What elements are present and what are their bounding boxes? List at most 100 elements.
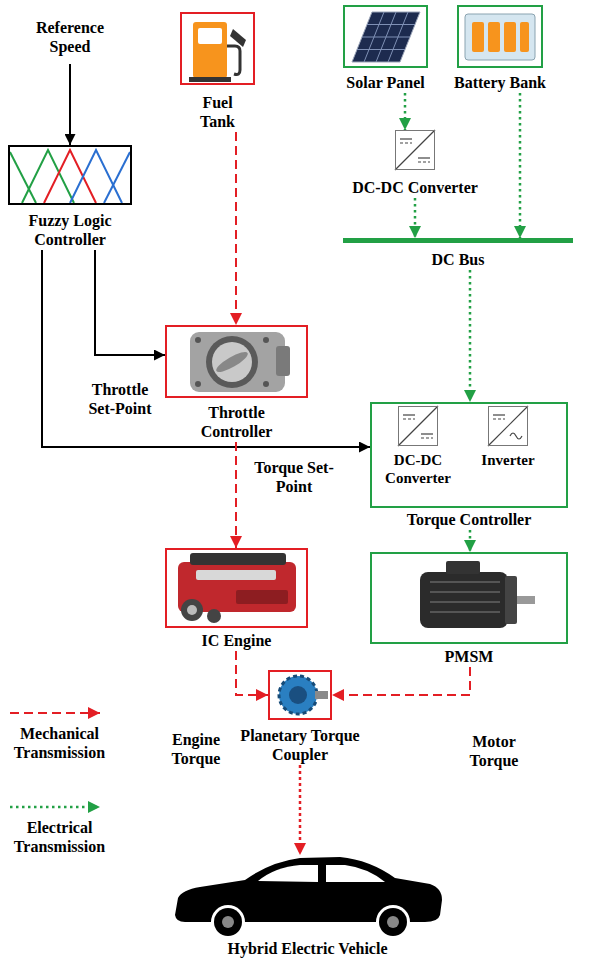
connector-arrow bbox=[332, 667, 470, 695]
engine-icon bbox=[178, 553, 296, 623]
motor-icon bbox=[420, 572, 508, 628]
planetary-gear-icon bbox=[315, 691, 328, 699]
fuel-pump-icon bbox=[193, 22, 227, 78]
connector-arrow bbox=[414, 198, 417, 238]
engine-icon bbox=[187, 605, 197, 615]
solar-panel-icon bbox=[367, 24, 415, 25]
legend-text: Electrical Transmission bbox=[2, 818, 117, 856]
edge-label: Engine Torque bbox=[160, 730, 232, 768]
battery-bank-icon bbox=[472, 22, 484, 52]
node-label: Hybrid Electric Vehicle bbox=[228, 939, 388, 958]
torque-controller-box: Torque ControllerDC-DC ConverterInverter bbox=[370, 402, 568, 508]
node-label: IC Engine bbox=[202, 631, 272, 650]
legend-text: Mechanical Transmission bbox=[2, 724, 117, 762]
converter-symbol bbox=[418, 161, 430, 162]
connector-arrow bbox=[469, 270, 472, 402]
engine-icon bbox=[207, 609, 221, 623]
battery-bank-icon bbox=[488, 22, 500, 52]
motor-icon bbox=[420, 561, 535, 628]
car-silhouette bbox=[379, 908, 407, 936]
fuzzy-membership-plot bbox=[104, 152, 130, 203]
node-label-holder: Planetary Torque Coupler bbox=[235, 726, 365, 764]
fuel-pump-icon bbox=[189, 22, 246, 82]
converter-symbol bbox=[421, 433, 433, 434]
node-label: Inverter bbox=[481, 451, 534, 469]
throttle-body-icon bbox=[190, 332, 285, 392]
node-label-holder: Solar Panel bbox=[346, 73, 424, 92]
node-label: DC-DC Converter bbox=[352, 178, 478, 197]
fuel-pump-icon bbox=[189, 77, 231, 82]
inverter-symbol bbox=[493, 418, 505, 419]
converter-symbol bbox=[395, 130, 435, 170]
edge-label-holder: Motor Torque bbox=[458, 732, 530, 770]
converter-symbol bbox=[418, 157, 430, 158]
dc-bus-bar: DC Bus bbox=[343, 238, 573, 243]
solar-panel-icon bbox=[352, 12, 420, 62]
node-label: Torque Controller bbox=[407, 510, 532, 529]
throttle-body-icon bbox=[195, 337, 201, 343]
node-label: Planetary Torque Coupler bbox=[235, 726, 365, 764]
motor-icon bbox=[430, 611, 500, 613]
node-label-holder: DC-DC Converter bbox=[378, 451, 458, 487]
car-silhouette bbox=[222, 916, 234, 928]
node-label: DC-DC Converter bbox=[378, 451, 458, 487]
node-label-holder: Torque Controller bbox=[407, 510, 532, 529]
engine-icon bbox=[236, 590, 288, 604]
fuel-tank-box: Fuel Tank bbox=[180, 12, 255, 85]
solar-panel-box: Solar Panel bbox=[343, 5, 428, 68]
node-label-holder: Hybrid Electric Vehicle bbox=[228, 939, 388, 958]
planetary-gear-icon bbox=[289, 686, 307, 704]
legend-text-holder: Electrical Transmission bbox=[2, 818, 117, 856]
inverter-box: Inverter bbox=[488, 406, 528, 446]
node-label-holder: Battery Bank bbox=[454, 73, 546, 92]
throttle-body-icon bbox=[190, 332, 290, 392]
node-label: PMSM bbox=[445, 647, 494, 666]
engine-box: IC Engine bbox=[165, 548, 308, 628]
fuzzy-membership-plot bbox=[44, 150, 96, 203]
reference-arrow bbox=[70, 64, 71, 145]
converter-symbol bbox=[400, 142, 412, 143]
connector-arrow bbox=[235, 132, 237, 325]
engine-icon bbox=[181, 599, 203, 621]
edge-label-holder: Throttle Set-Point bbox=[78, 380, 162, 418]
legend-text-holder: Mechanical Transmission bbox=[2, 724, 117, 762]
throttle-body-icon bbox=[276, 346, 290, 376]
engine-icon bbox=[196, 570, 276, 580]
motor-icon bbox=[430, 581, 500, 583]
node-label-holder: Inverter bbox=[481, 451, 534, 469]
throttle-body-icon bbox=[214, 349, 250, 376]
battery-bank-icon bbox=[465, 14, 535, 60]
throttle-body-icon bbox=[206, 336, 258, 388]
legend-sample bbox=[10, 806, 100, 809]
converter-box: DC-DC Converter bbox=[395, 130, 435, 170]
node-label-holder: Fuzzy Logic Controller bbox=[8, 211, 133, 249]
reference-arrow bbox=[69, 64, 71, 145]
throttle-body-icon bbox=[212, 342, 252, 382]
car-silhouette bbox=[326, 865, 385, 882]
converter-symbol bbox=[403, 414, 415, 415]
solar-panel-icon bbox=[357, 12, 415, 62]
node-label: Fuel Tank bbox=[188, 93, 248, 131]
node-label-holder: Throttle Controller bbox=[187, 403, 287, 441]
connector-arrow bbox=[519, 93, 522, 238]
converter-symbol bbox=[403, 418, 415, 419]
edge-label: Torque Set-Point bbox=[252, 458, 336, 496]
throttle-body-icon bbox=[263, 337, 269, 343]
node-label-holder: IC Engine bbox=[202, 631, 272, 650]
battery-bank-icon bbox=[504, 22, 516, 52]
solar-panel-icon bbox=[357, 49, 405, 50]
node-label: Solar Panel bbox=[346, 73, 424, 92]
connector-arrow bbox=[95, 250, 165, 355]
motor-icon bbox=[517, 596, 535, 604]
connector-arrow bbox=[469, 530, 472, 552]
fuzzy-membership-plot bbox=[10, 152, 36, 203]
node-label: Battery Bank bbox=[454, 73, 546, 92]
motor-box: PMSM bbox=[370, 552, 568, 644]
connector-arrow bbox=[299, 765, 302, 855]
throttle-body-icon bbox=[263, 381, 269, 387]
converter-symbol bbox=[400, 138, 412, 139]
node-label-holder: DC Bus bbox=[432, 250, 485, 269]
edge-label-holder: Engine Torque bbox=[160, 730, 232, 768]
fuzzy-controller-box: Fuzzy Logic Controller bbox=[8, 145, 132, 205]
